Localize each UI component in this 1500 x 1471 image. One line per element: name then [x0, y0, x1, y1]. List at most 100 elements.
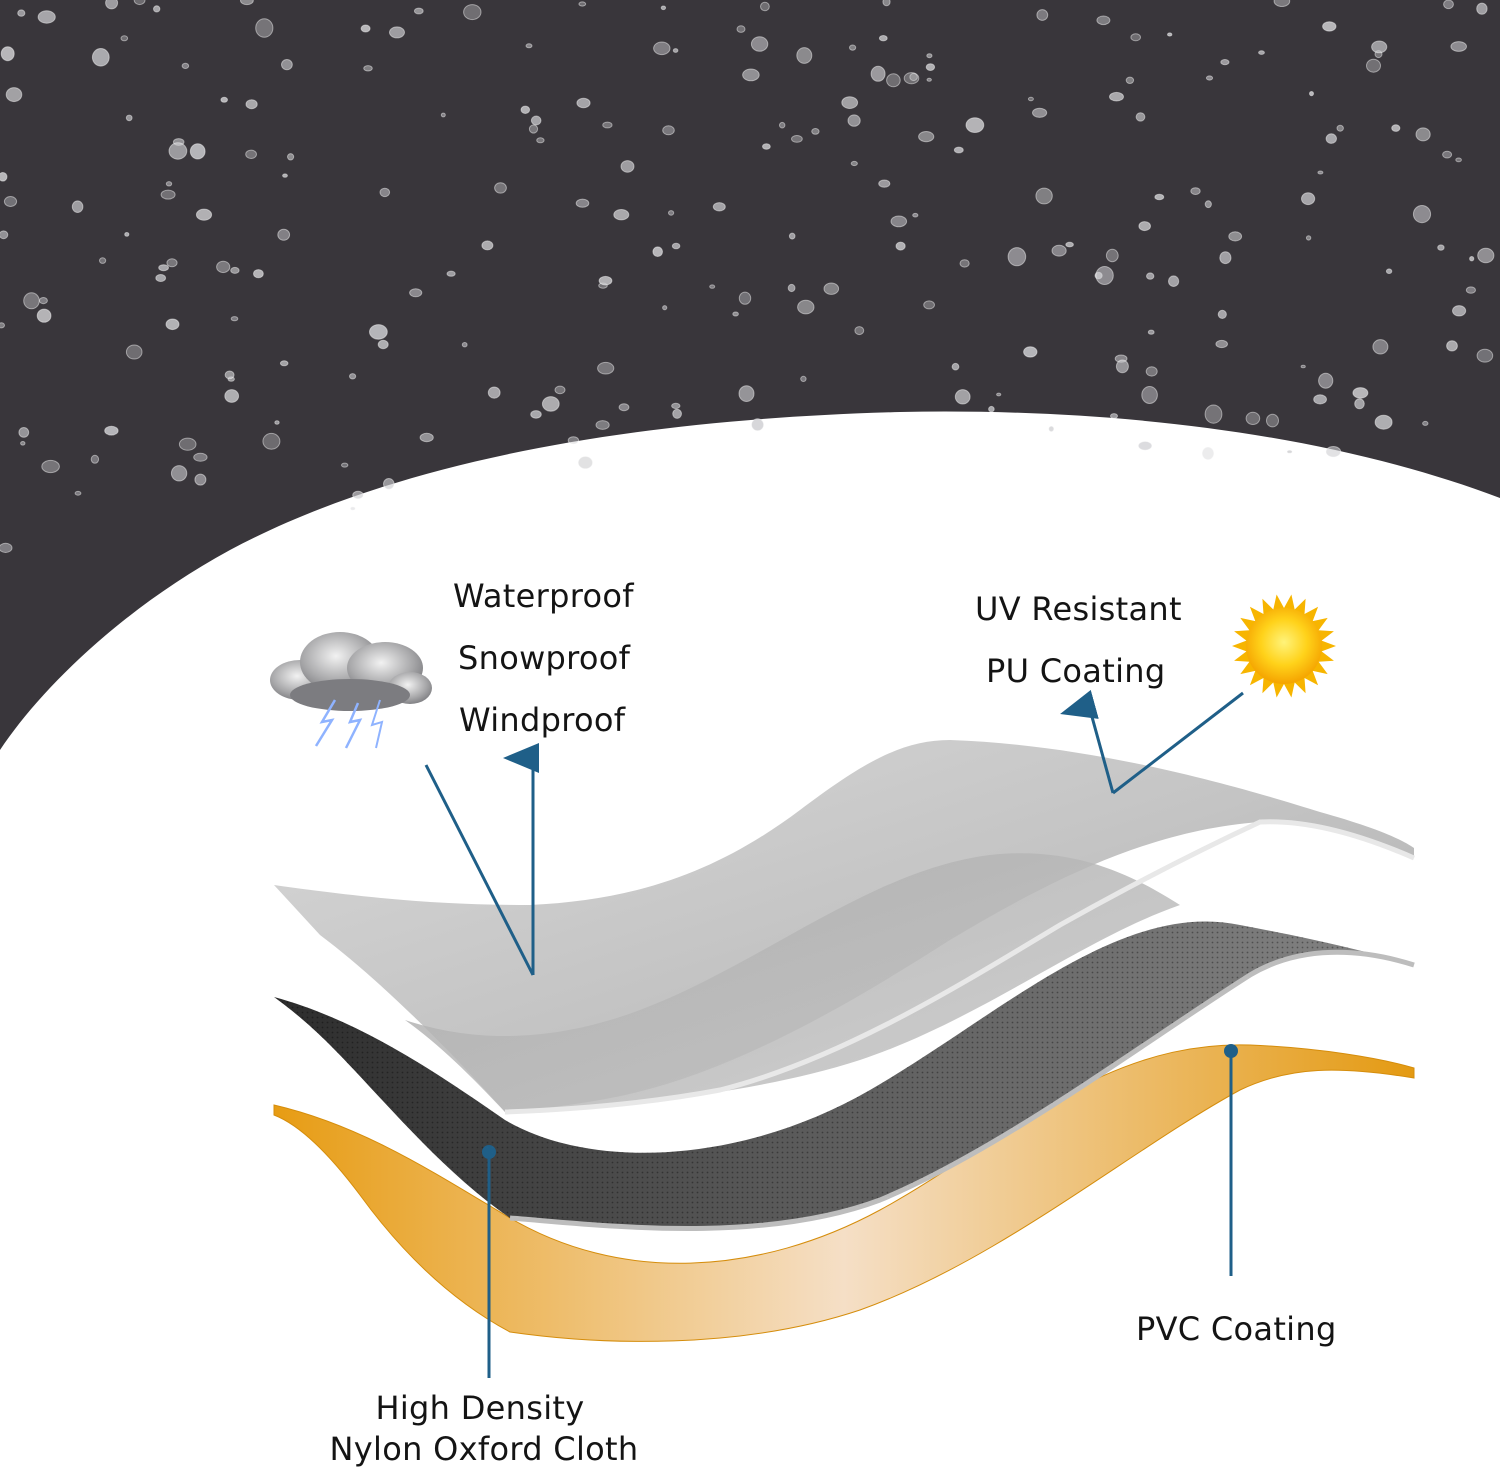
water-droplet [216, 260, 231, 274]
water-droplet [750, 36, 769, 52]
water-droplet [1437, 244, 1445, 251]
water-droplet [23, 292, 40, 310]
water-droplet [1286, 449, 1293, 454]
water-droplet [788, 232, 796, 240]
water-droplet [541, 396, 560, 412]
water-droplet [1372, 339, 1389, 355]
water-droplet [419, 432, 434, 443]
water-droplet [1146, 272, 1155, 280]
water-droplet [1352, 387, 1369, 399]
water-droplet [1442, 150, 1453, 159]
water-droplet [90, 454, 100, 464]
water-droplet [903, 72, 920, 85]
water-droplet [712, 202, 726, 212]
water-droplet [170, 465, 188, 482]
water-droplet [1301, 192, 1316, 206]
water-droplet [1036, 9, 1049, 21]
water-droplet [959, 259, 970, 268]
water-droplet [193, 452, 208, 462]
water-droplet [287, 153, 295, 161]
water-droplet [672, 408, 682, 419]
water-droplet [230, 266, 240, 274]
water-droplet [738, 385, 755, 403]
water-droplet [742, 68, 760, 82]
pvc-coating-label: PVC Coating [1136, 1310, 1337, 1348]
water-droplet [1477, 247, 1495, 264]
water-droplet [823, 282, 840, 295]
water-droplet [125, 344, 143, 360]
dark-fabric-background [0, 0, 1500, 750]
water-droplet [245, 149, 258, 160]
nylon-layer-edge [509, 949, 1415, 1231]
water-droplet [1422, 420, 1429, 426]
water-droplet [1465, 286, 1477, 294]
pu-layer-underside [405, 853, 1180, 1112]
water-droplet [598, 275, 613, 286]
water-droplet [520, 105, 531, 115]
water-droplet [0, 322, 5, 329]
water-droplet [189, 143, 206, 160]
water-droplet [1141, 386, 1158, 404]
water-droplet [124, 232, 130, 237]
high-density-label: High Density [375, 1389, 585, 1427]
water-droplet [671, 242, 681, 250]
water-droplet [613, 209, 630, 221]
water-droplet [377, 339, 389, 350]
water-droplet [796, 47, 813, 64]
water-droplet [1032, 107, 1048, 118]
water-droplet [1035, 187, 1053, 205]
water-droplet [1476, 2, 1488, 15]
water-droplet [1313, 394, 1327, 405]
water-droplet [841, 96, 859, 109]
pu-layer-edge [504, 819, 1416, 1115]
water-droplet [878, 35, 888, 42]
water-droplet [1201, 446, 1215, 461]
sun-leader-line [1112, 691, 1244, 795]
water-droplet [1007, 247, 1027, 267]
snowproof-label: Snowproof [458, 639, 631, 677]
water-droplet [446, 270, 456, 277]
water-droplet [158, 264, 170, 272]
water-droplet [1215, 339, 1228, 349]
water-droplet [1219, 251, 1232, 265]
water-droplet [1300, 364, 1306, 369]
water-droplet [1354, 398, 1365, 410]
water-droplet [194, 473, 207, 486]
water-droplet [890, 215, 908, 228]
water-droplet [762, 143, 771, 150]
water-droplet [1325, 133, 1338, 144]
water-droplet [850, 160, 858, 167]
water-droplet [0, 46, 15, 62]
water-droplet [352, 490, 364, 500]
water-droplet [0, 230, 9, 240]
water-droplet [369, 324, 388, 340]
water-droplet [909, 72, 918, 82]
water-droplet [409, 288, 423, 298]
water-droplet [1452, 305, 1467, 317]
water-droplet [153, 5, 161, 13]
water-droplet [91, 48, 110, 67]
water-droplet [195, 208, 213, 221]
uv-resistant-label: UV Resistant [975, 590, 1182, 628]
water-droplet [18, 427, 30, 438]
water-droplet [1154, 193, 1165, 201]
water-droplet [5, 87, 23, 103]
water-droplet [965, 117, 985, 133]
water-droplet [576, 97, 591, 109]
water-droplet [3, 196, 18, 207]
water-droplet [181, 62, 190, 70]
water-droplet [895, 241, 906, 251]
water-droplet [528, 124, 539, 134]
water-droplet [1220, 59, 1230, 66]
water-droplet [1145, 366, 1158, 377]
water-droplet [262, 432, 281, 450]
water-droplet [155, 274, 167, 282]
water-droplet [620, 160, 635, 173]
water-droplet [870, 65, 886, 82]
water-droplet [1309, 91, 1314, 97]
water-droplet [1205, 75, 1214, 81]
water-droplet [104, 425, 119, 436]
water-droplet [220, 96, 228, 103]
water-droplet [37, 10, 56, 24]
